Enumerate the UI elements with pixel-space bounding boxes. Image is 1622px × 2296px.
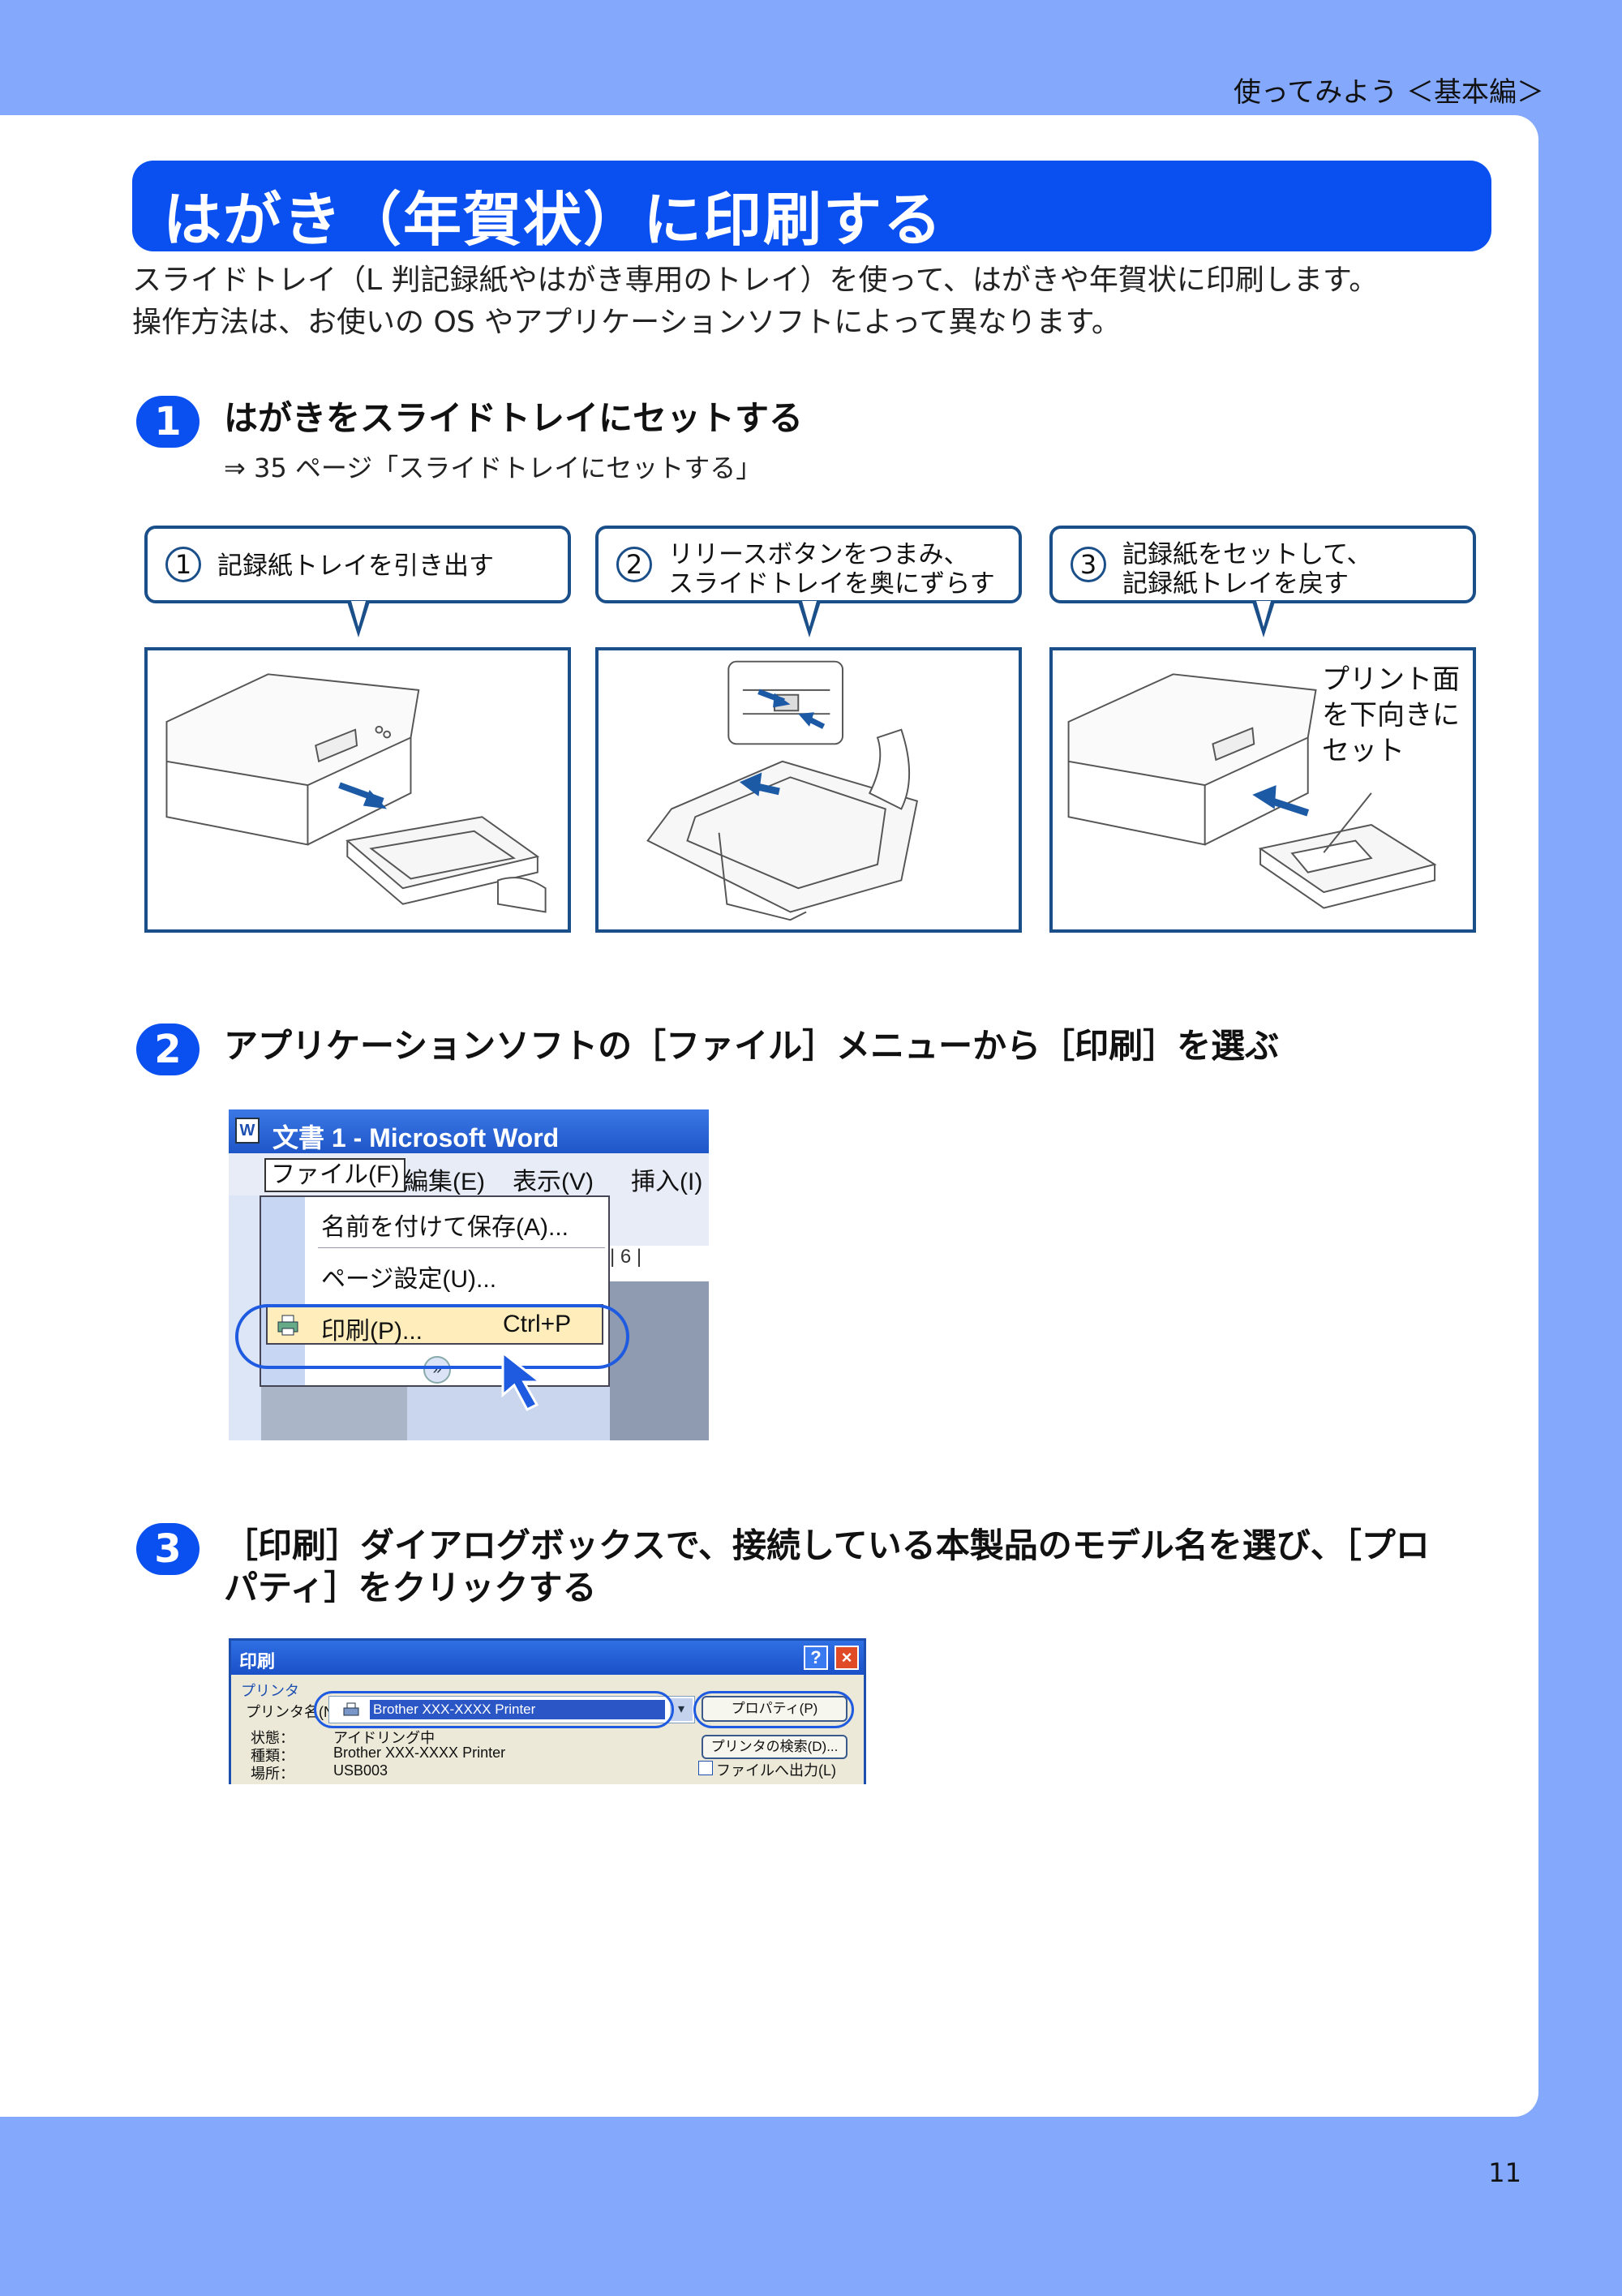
callout-3: 3 記録紙をセットして、 記録紙トレイを戻す <box>1049 526 1476 603</box>
printer-icon <box>277 1315 298 1336</box>
callout-2-line-1: リリースボタンをつまみ、 <box>668 540 969 569</box>
callout-3-number: 3 <box>1071 547 1106 582</box>
word-window-title: 文書 1 - Microsoft Word <box>272 1123 560 1152</box>
callout-3-line-1: 記録紙をセットして、 <box>1122 540 1372 569</box>
help-icon[interactable]: ? <box>804 1646 828 1670</box>
close-icon[interactable]: × <box>835 1646 859 1670</box>
step-2-title: アプリケーションソフトの［ファイル］メニューから［印刷］を選ぶ <box>224 1026 1280 1066</box>
status-label: 状態： <box>251 1730 294 1746</box>
callout-2-line-2: スライドトレイを奥にずらす <box>668 569 995 599</box>
menu-item-print[interactable]: 印刷(P)... <box>321 1318 423 1345</box>
callout-2-number: 2 <box>616 547 652 582</box>
callout-1: 1 記録紙トレイを引き出す <box>144 526 571 603</box>
slide-tray-drawing <box>646 660 919 921</box>
title-banner: はがき（年賀状）に印刷する <box>132 161 1491 254</box>
callout-2-pointer-inner <box>802 601 817 627</box>
cursor-arrow-icon <box>501 1350 544 1411</box>
illustration-slide-tray <box>595 647 1022 933</box>
print-dialog-title: 印刷 <box>239 1651 276 1672</box>
type-value: Brother XXX-XXXX Printer <box>333 1745 506 1761</box>
paper-orientation-note: プリント面 を下向きに セット <box>1322 662 1460 769</box>
page-title: はがき（年賀状）に印刷する <box>163 186 944 254</box>
note-line-1: プリント面 <box>1322 663 1460 696</box>
print-to-file-checkbox[interactable] <box>698 1761 713 1775</box>
step-3-title: ［印刷］ダイアログボックスで、接続している本製品のモデル名を選び、［プロ パティ… <box>224 1525 1430 1609</box>
callout-3-line-2: 記録紙トレイを戻す <box>1122 569 1349 599</box>
callout-2-text: リリースボタンをつまみ、 スライドトレイを奥にずらす <box>668 540 995 599</box>
menu-view[interactable]: 表示(V) <box>513 1169 594 1195</box>
word-document-area <box>610 1281 709 1440</box>
intro-text: スライドトレイ（L 判記録紙やはがき専用のトレイ）を使って、はがきや年賀状に印刷… <box>132 260 1378 344</box>
note-line-3: セット <box>1322 735 1405 767</box>
print-item-highlight-ring <box>235 1304 629 1369</box>
step-2-number: 2 <box>136 1024 200 1075</box>
word-title-bar: W 文書 1 - Microsoft Word <box>229 1109 709 1153</box>
menu-edit[interactable]: 編集(E) <box>404 1169 485 1195</box>
callout-3-text: 記録紙をセットして、 記録紙トレイを戻す <box>1122 540 1372 599</box>
ruler-marks: | 6 | <box>610 1246 642 1268</box>
print-dialog-screenshot: 印刷 ? × プリンタ プリンタ名(N): Brother XXX-XXXX P… <box>229 1638 866 1784</box>
printer-icon <box>343 1702 359 1716</box>
menu-file[interactable]: ファイル(F) <box>264 1158 406 1192</box>
step-1-title: はがきをスライドトレイにセットする <box>224 398 804 438</box>
step-3-title-line-2: パティ］をクリックする <box>224 1568 597 1607</box>
callout-1-pointer-inner <box>351 601 366 627</box>
print-shortcut: Ctrl+P <box>503 1311 572 1337</box>
printer-select-highlight-ring <box>314 1691 674 1728</box>
word-ruler: | 6 | <box>610 1246 709 1281</box>
word-app-icon: W <box>235 1118 260 1144</box>
where-label: 場所： <box>251 1766 294 1782</box>
status-value: アイドリング中 <box>333 1730 436 1746</box>
step-3-number: 3 <box>136 1523 200 1575</box>
section-header: 使ってみよう ＜基本編＞ <box>1233 76 1544 109</box>
word-menu-bar: ファイル(F) 編集(E) 表示(V) 挿入(I) <box>229 1153 709 1196</box>
callout-3-pointer-inner <box>1256 601 1271 627</box>
menu-item-save-as[interactable]: 名前を付けて保存(A)... <box>321 1214 569 1241</box>
menu-gutter <box>261 1197 305 1385</box>
illustration-set-paper: プリント面 を下向きに セット <box>1049 647 1476 933</box>
expand-menu-icon[interactable]: » <box>423 1356 451 1384</box>
menu-insert[interactable]: 挿入(I) <box>631 1169 703 1195</box>
step-1-reference: ⇒ 35 ページ「スライドトレイにセットする」 <box>224 453 762 483</box>
note-line-2: を下向きに <box>1322 699 1460 732</box>
callout-1-number: 1 <box>165 547 201 582</box>
file-menu-dropdown: 名前を付けて保存(A)... ページ設定(U)... 印刷(P)... Ctrl… <box>260 1195 610 1387</box>
illustration-pull-tray <box>144 647 571 933</box>
properties-highlight-ring <box>693 1691 854 1728</box>
printer-group-label: プリンタ <box>241 1683 299 1699</box>
menu-item-page-setup[interactable]: ページ設定(U)... <box>321 1266 497 1293</box>
intro-line-2: 操作方法は、お使いの OS やアプリケーションソフトによって異なります。 <box>132 306 1121 339</box>
callout-2: 2 リリースボタンをつまみ、 スライドトレイを奥にずらす <box>595 526 1022 603</box>
page-number: 11 <box>1488 2157 1521 2188</box>
word-toolbar <box>610 1195 709 1246</box>
callout-1-text: 記録紙トレイを引き出す <box>217 551 494 581</box>
print-to-file-label: ファイルへ出力(L) <box>716 1762 836 1779</box>
printer-name-select[interactable]: Brother XXX-XXXX Printer ▾ <box>328 1696 695 1723</box>
menu-separator <box>318 1247 605 1248</box>
print-dialog-title-bar: 印刷 ? × <box>231 1641 864 1675</box>
step-1-number: 1 <box>136 396 200 448</box>
properties-button[interactable]: プロパティ(P) <box>702 1696 847 1722</box>
step-3-title-line-1: ［印刷］ダイアログボックスで、接続している本製品のモデル名を選び、［プロ <box>224 1526 1430 1565</box>
word-screenshot: W 文書 1 - Microsoft Word ファイル(F) 編集(E) 表示… <box>229 1109 709 1440</box>
type-label: 種類： <box>251 1748 294 1764</box>
printer-set-paper-drawing <box>1067 673 1437 909</box>
printer-pull-tray-drawing <box>165 673 547 913</box>
find-printer-button[interactable]: プリンタの検索(D)... <box>702 1735 847 1759</box>
where-value: USB003 <box>333 1762 388 1779</box>
intro-line-1: スライドトレイ（L 判記録紙やはがき専用のトレイ）を使って、はがきや年賀状に印刷… <box>132 264 1379 297</box>
selected-printer: Brother XXX-XXXX Printer <box>370 1700 665 1719</box>
